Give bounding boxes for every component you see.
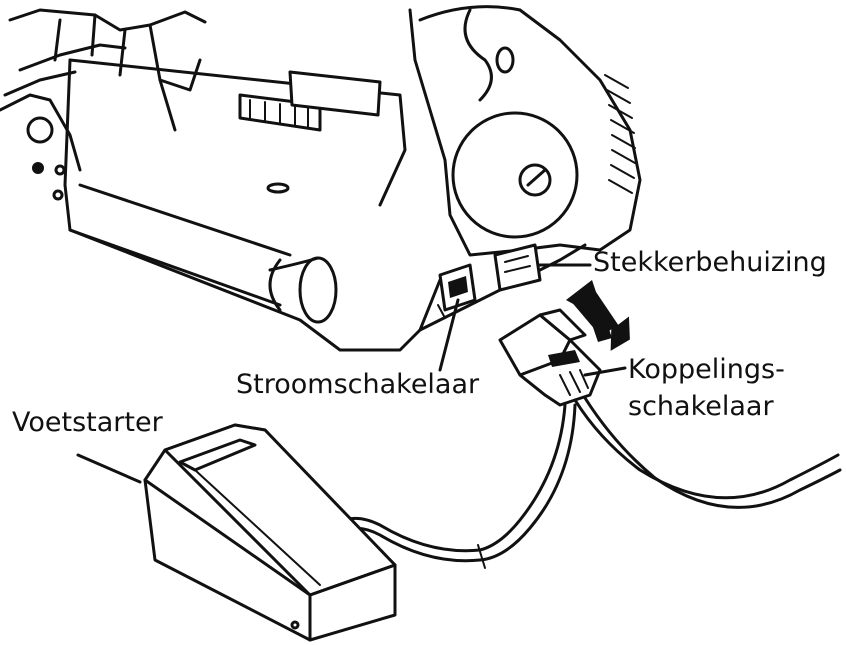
foot-pedal — [76, 423, 397, 642]
sewing-machine — [0, 5, 642, 352]
power-switch — [437, 263, 477, 372]
power-cord — [343, 396, 842, 569]
coupling-switch-label-line1: Koppelings- — [628, 354, 785, 385]
foot-pedal-label: Voetstarter — [12, 407, 163, 438]
plug-housing — [493, 243, 592, 292]
arrow-up-icon — [566, 280, 630, 351]
power-switch-label: Stroomschakelaar — [236, 369, 480, 400]
coupling-switch — [498, 308, 627, 407]
plug-housing-label: Stekkerbehuizing — [593, 247, 827, 278]
coupling-switch-label-line2: schakelaar — [628, 391, 774, 422]
